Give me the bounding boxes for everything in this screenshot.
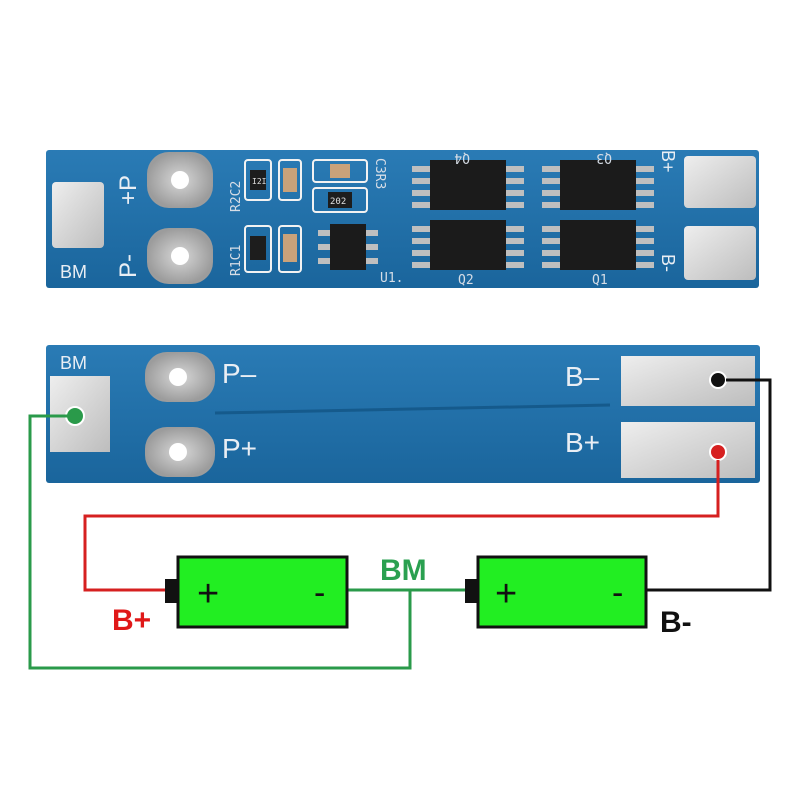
wire-bm-loop (28, 414, 412, 670)
r2-code: I2I (252, 177, 267, 186)
b-plus-wire-label: B+ (112, 604, 151, 637)
top-bm-pad (52, 182, 104, 248)
top-board: BM +P P- R2C2 R1C1 I2I 202 C3R3 (46, 150, 759, 288)
bottom-p-plus-hole (169, 443, 187, 461)
label-u1: U1. (380, 271, 403, 286)
b-minus-wire-label: B- (660, 606, 692, 639)
label-r2c2: R2C2 (229, 181, 244, 212)
c1-capacitor (283, 234, 297, 262)
c3-outline (312, 159, 368, 183)
top-p-plus-hole (171, 171, 189, 189)
c2-outline (278, 159, 302, 201)
bottom-p-plus-label: P+ (222, 433, 257, 464)
wires (28, 378, 772, 670)
r3-code: 202 (330, 197, 346, 207)
wire-b-plus (83, 460, 720, 592)
label-q1: Q1 (592, 273, 608, 288)
battery-2: + - (465, 555, 648, 629)
r1-resistor (250, 236, 266, 260)
mosfet-q4 (412, 160, 524, 210)
label-q4: Q4 (454, 150, 470, 165)
battery-1-body (176, 555, 349, 629)
top-b-minus-pad (684, 226, 756, 280)
r1-outline (244, 225, 272, 273)
bottom-bm-label: BM (60, 353, 87, 373)
r3-outline (312, 187, 368, 213)
battery-1-minus: - (314, 574, 325, 612)
battery-1-plus: + (197, 573, 219, 615)
top-p-minus-label: P- (115, 254, 142, 278)
c1-outline (278, 225, 302, 273)
bm-wire-label: BM (380, 554, 427, 587)
bottom-board-pcb (46, 345, 760, 483)
bottom-p-minus-hole (169, 368, 187, 386)
battery-2-minus: - (612, 574, 623, 612)
bottom-p-minus-label: P– (222, 358, 257, 389)
battery-2-terminal (465, 579, 480, 603)
battery-1-terminal (165, 579, 180, 603)
u1-pins (318, 230, 378, 264)
label-q3: Q3 (596, 150, 612, 165)
mosfet-q1 (542, 220, 654, 270)
top-bm-label: BM (60, 262, 87, 282)
wire-b-minus (646, 378, 772, 592)
bottom-b-plus-label: B+ (565, 427, 600, 458)
battery-1: + - (165, 555, 349, 629)
bottom-b-minus-label: B– (565, 361, 600, 392)
bottom-board: BM P– P+ B– B+ (46, 345, 760, 483)
top-b-plus-label: B+ (658, 150, 678, 173)
label-q2: Q2 (458, 273, 474, 288)
r2-resistor (250, 170, 266, 190)
top-p-plus-label: +P (115, 175, 142, 205)
top-b-minus-label: B- (658, 254, 678, 272)
bottom-trace-gap (214, 403, 611, 415)
label-c3r3: C3R3 (372, 158, 387, 189)
top-b-plus-pad (684, 156, 756, 208)
r3-resistor (328, 192, 352, 208)
top-p-minus-hole (171, 247, 189, 265)
battery-2-body (476, 555, 648, 629)
b-plus-solder-point (709, 443, 727, 461)
r2-outline (244, 159, 272, 201)
b-minus-solder-point (709, 371, 727, 389)
mosfet-q2 (412, 220, 524, 270)
c3-capacitor (330, 164, 350, 178)
label-r1c1: R1C1 (229, 245, 244, 276)
u1-chip (330, 224, 366, 270)
mosfet-q3 (542, 160, 654, 210)
bottom-b-plus-pad (621, 422, 755, 478)
c2-capacitor (283, 168, 297, 192)
battery-2-plus: + (495, 573, 517, 615)
